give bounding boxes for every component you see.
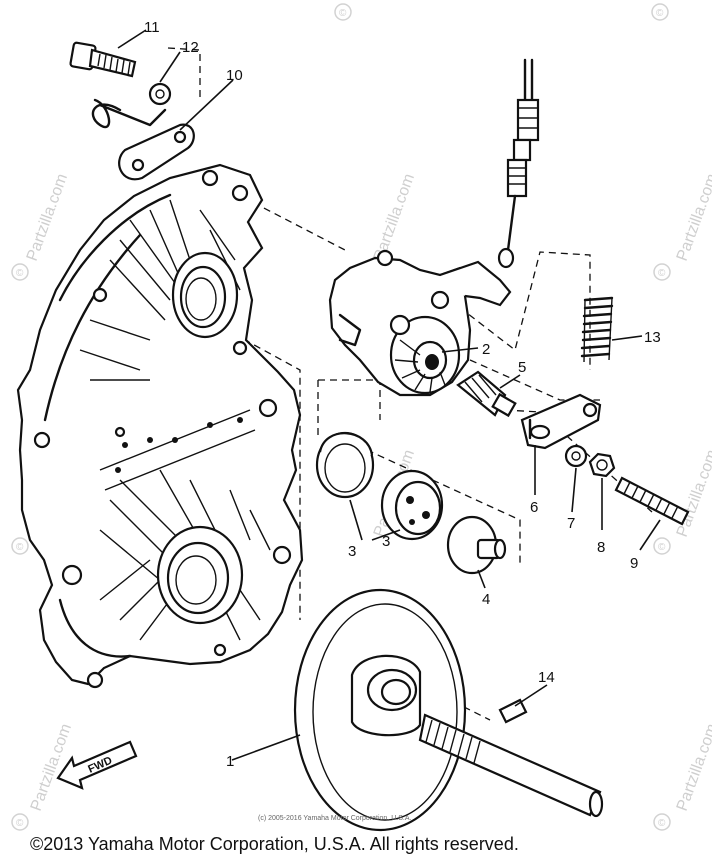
watermark-copyright-icon: © (651, 3, 669, 21)
callout-14: 14 (538, 669, 555, 686)
svg-text:©: © (16, 268, 24, 279)
return-spring-clip (91, 98, 167, 129)
part-1-primary-sheave (293, 588, 467, 832)
part-7-washer (564, 444, 588, 468)
part-8-nut (588, 452, 616, 478)
callout-5: 5 (518, 359, 526, 376)
callout-8: 8 (597, 539, 605, 556)
watermark-text: Partzilla.com (371, 171, 418, 263)
part-14-woodruff-key (498, 698, 528, 724)
callout-3b: 3 (382, 533, 390, 550)
watermark-copyright-icon: © (11, 537, 29, 555)
watermark-text: Partzilla.com (674, 171, 712, 263)
callout-2: 2 (482, 341, 490, 358)
callout-11: 11 (144, 19, 160, 36)
watermark-text: Partzilla.com (674, 447, 712, 539)
part-10-bracket (118, 123, 195, 181)
svg-text:©: © (656, 8, 664, 19)
forward-direction-arrow-icon: FWD (56, 740, 138, 790)
svg-text:©: © (16, 542, 24, 553)
watermark-copyright-icon: © (11, 263, 29, 281)
svg-text:©: © (16, 818, 24, 829)
part-9-stud-bolt (614, 476, 690, 526)
svg-text:©: © (658, 542, 666, 553)
part-3-governor-weight-a (315, 431, 375, 499)
drive-case-cover (16, 163, 304, 689)
watermark-copyright-icon: © (11, 813, 29, 831)
watermark-text: Partzilla.com (674, 721, 712, 813)
part-4-shaft-cap (446, 515, 507, 575)
watermark-copyright-icon: © (334, 3, 352, 21)
svg-text:©: © (658, 268, 666, 279)
callout-10: 10 (226, 67, 243, 84)
watermark-copyright-icon: © (653, 537, 671, 555)
part-13-spring (580, 296, 614, 363)
callout-3: 3 (348, 543, 356, 560)
part-6-lever (520, 393, 602, 450)
leader-lines (117, 29, 661, 761)
part-2-governor-housing (328, 249, 512, 397)
watermark-text: Partzilla.com (24, 171, 71, 263)
watermark-copyright-icon: © (653, 813, 671, 831)
diagram-copyright-small: (c) 2005-2016 Yamaha Motor Corporation, … (258, 815, 411, 822)
callout-labels: 1 2 3 3 4 5 6 7 8 9 10 11 12 13 14 (144, 19, 661, 770)
callout-4: 4 (482, 591, 490, 608)
callout-9: 9 (630, 555, 638, 572)
part-11-bolt (69, 41, 137, 78)
part-12-washer (148, 82, 172, 106)
svg-text:©: © (339, 8, 347, 19)
drive-shaft (418, 713, 604, 818)
callout-7: 7 (567, 515, 575, 532)
callout-13: 13 (644, 329, 661, 346)
callout-1: 1 (226, 753, 234, 770)
part-5-worm-gear (456, 370, 517, 418)
svg-text:©: © (658, 818, 666, 829)
callout-12: 12 (182, 39, 199, 56)
watermark-copyright-icon: © (653, 263, 671, 281)
part-3-governor-weight-b (380, 469, 444, 541)
throttle-cable (497, 58, 540, 269)
callout-6: 6 (530, 499, 538, 516)
footer-copyright: ©2013 Yamaha Motor Corporation, U.S.A. A… (30, 834, 519, 854)
